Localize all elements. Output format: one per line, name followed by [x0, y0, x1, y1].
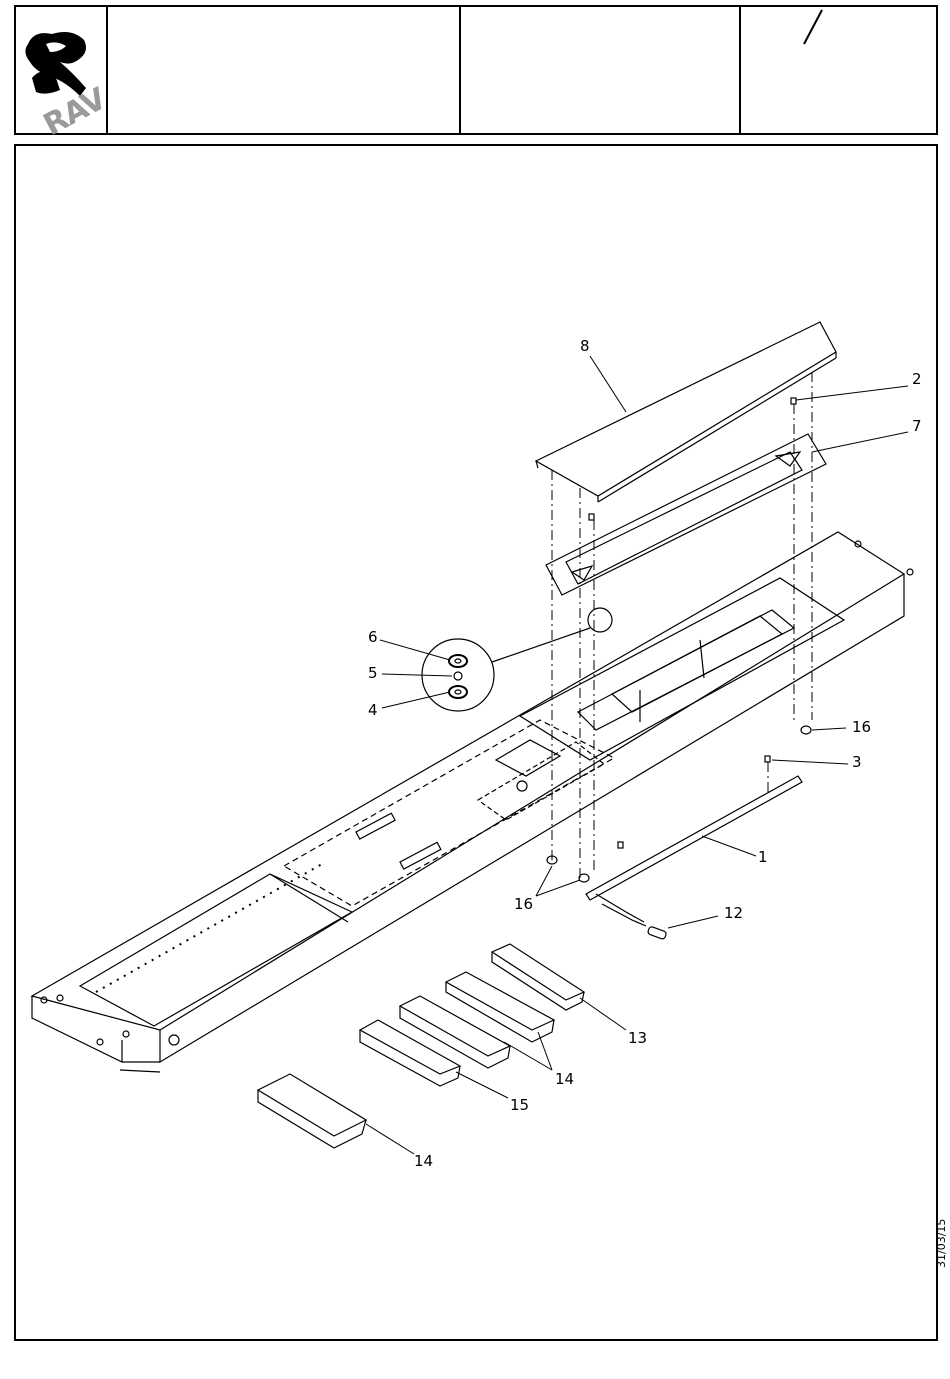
block-13 [492, 944, 584, 1010]
callout-4: 4 [368, 701, 378, 719]
callout-13: 13 [628, 1029, 647, 1047]
callout-2: 2 [912, 370, 922, 388]
callout-14-upper: 14 [555, 1070, 574, 1088]
callout-8: 8 [580, 337, 590, 355]
callout-15: 15 [510, 1096, 529, 1114]
detail-origin-circle [588, 608, 612, 632]
block-14-mid [400, 996, 510, 1068]
block-14-upper [446, 972, 554, 1042]
callout-1: 1 [758, 848, 768, 866]
callout-16-upper: 16 [852, 718, 871, 736]
callout-5: 5 [368, 664, 378, 682]
frame-plate-part [546, 434, 826, 595]
block-15 [360, 1020, 460, 1086]
callout-6: 6 [368, 628, 378, 646]
callout-16-lower: 16 [514, 895, 533, 913]
callout-14-lower: 14 [414, 1152, 433, 1170]
date-code: 31/03/15 [935, 1219, 948, 1268]
main-beam-part [32, 532, 913, 1072]
callout-7: 7 [912, 417, 922, 435]
strip-part [586, 776, 802, 926]
callout-12: 12 [724, 904, 743, 922]
pin-part [647, 926, 667, 940]
block-14-lower [258, 1074, 366, 1148]
callout-3: 3 [852, 753, 862, 771]
